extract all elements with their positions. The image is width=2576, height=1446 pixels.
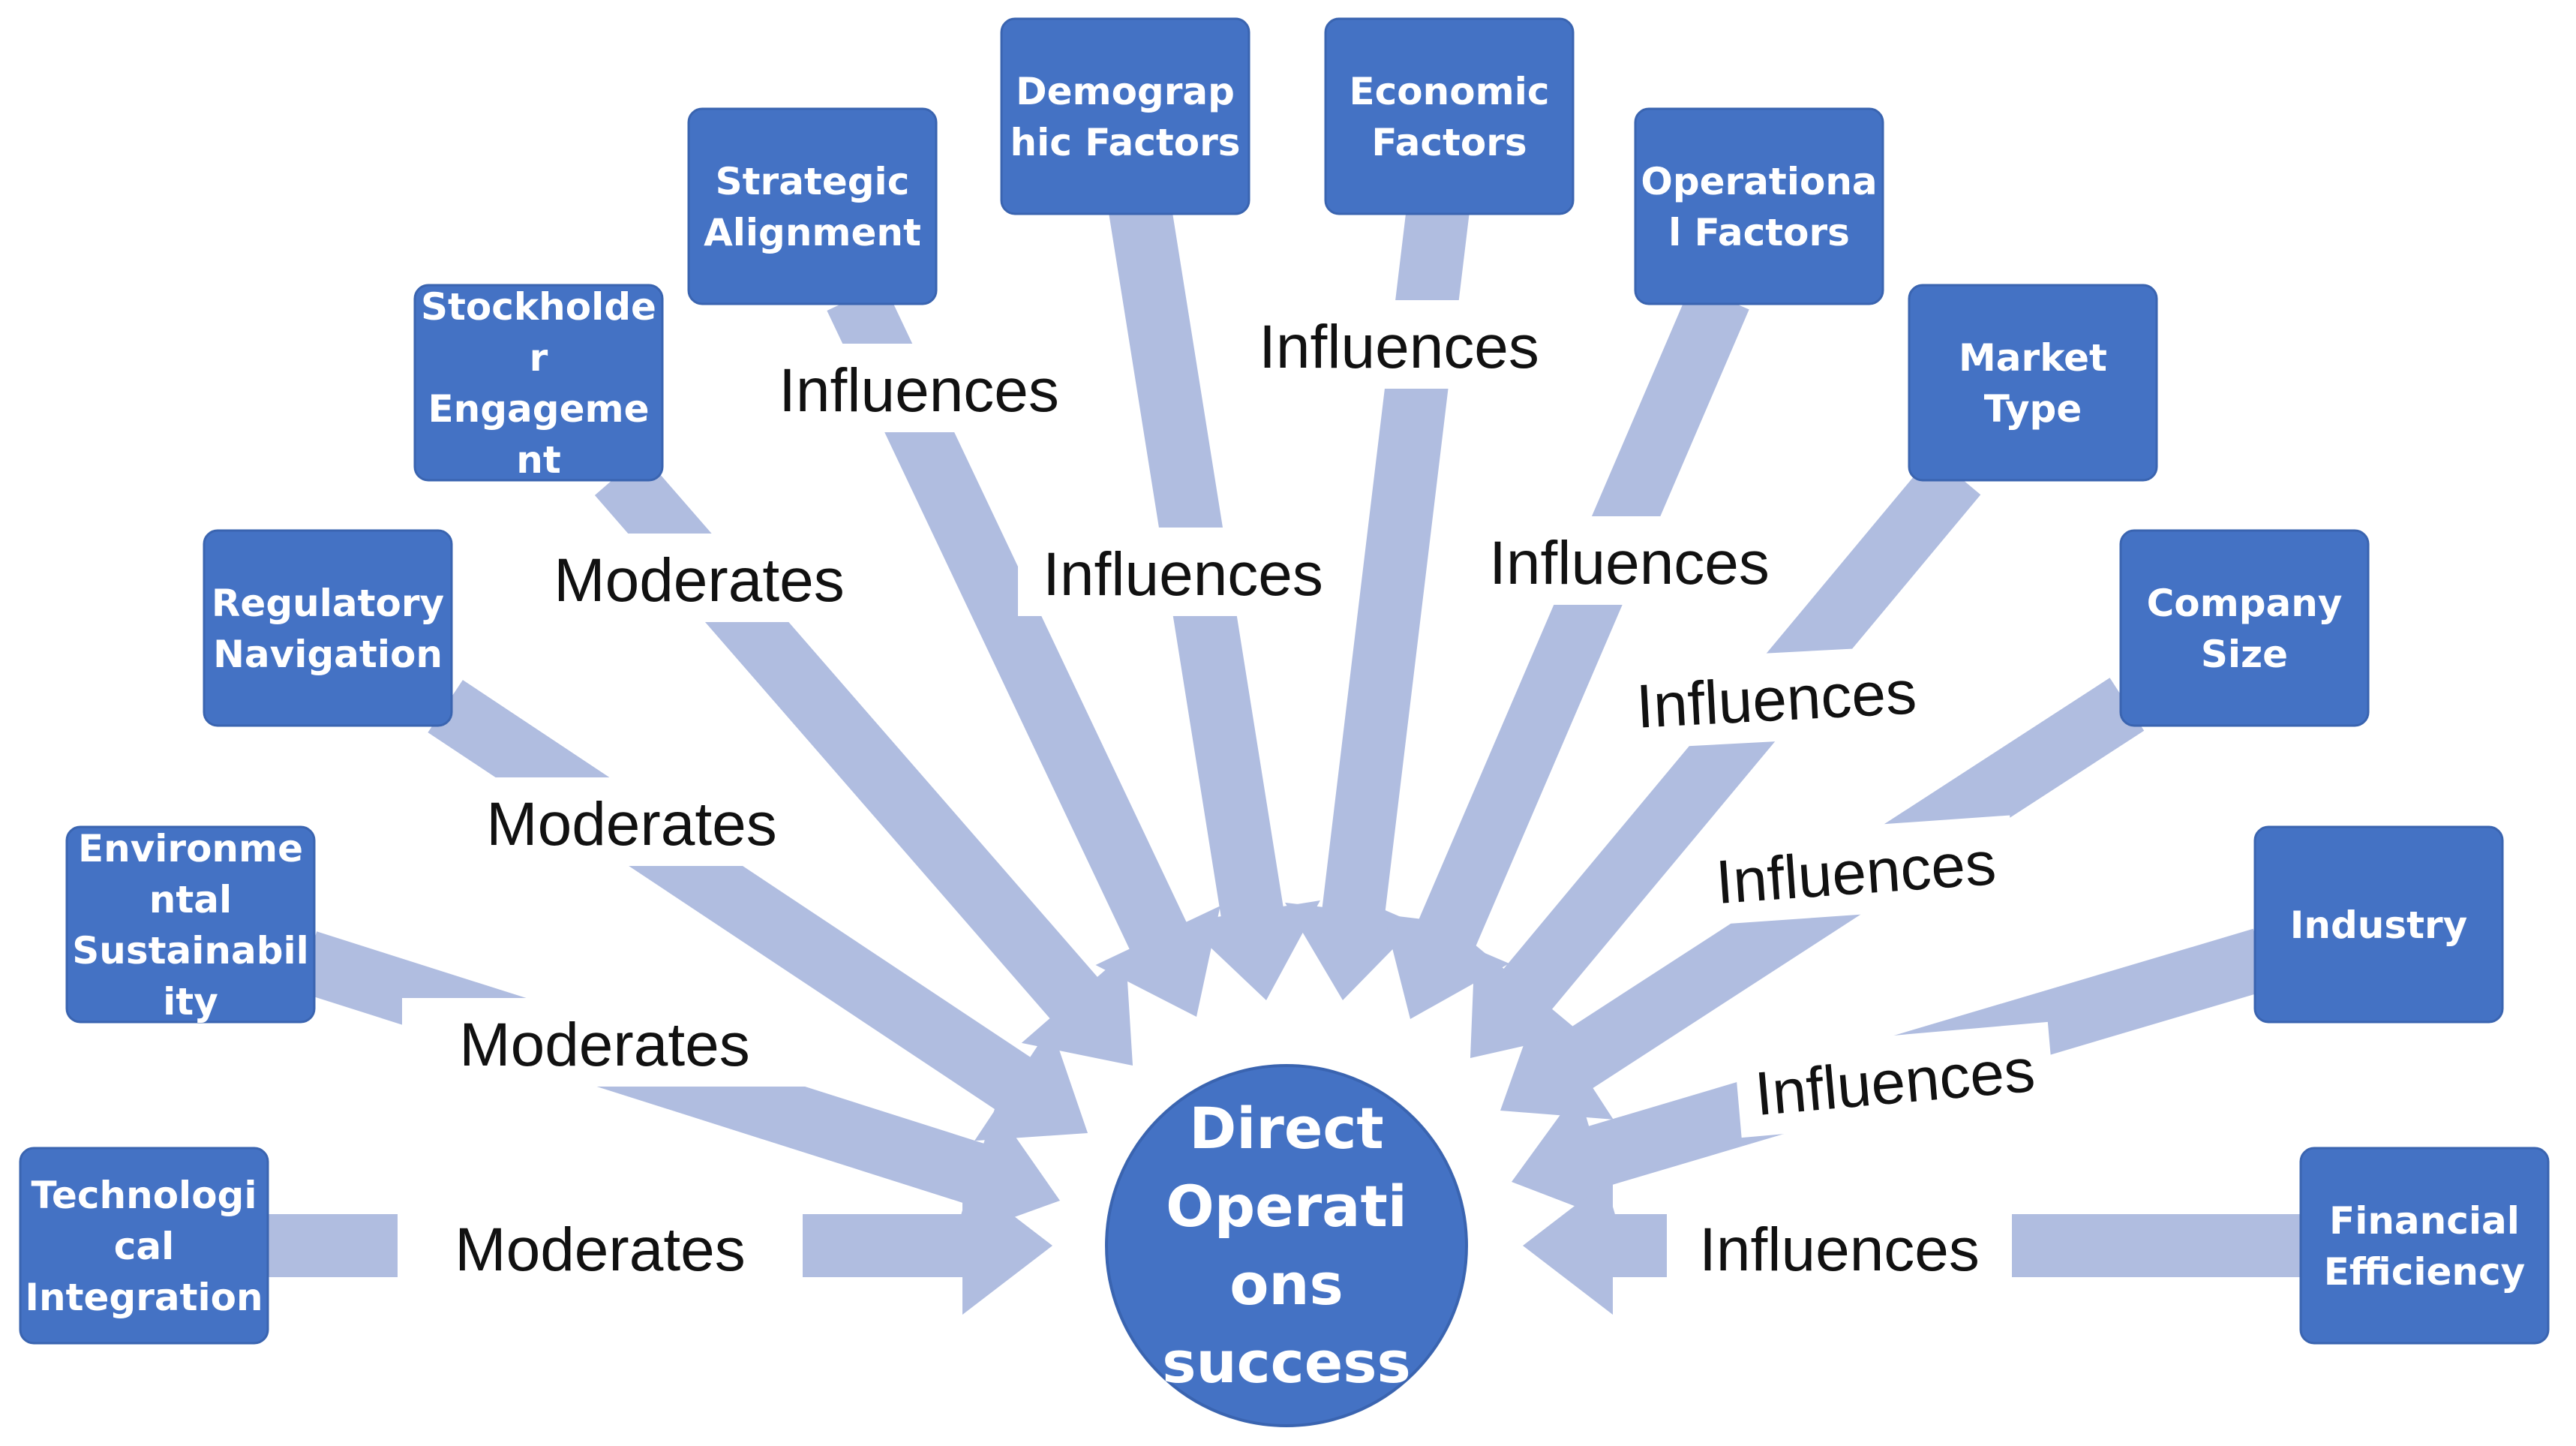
node-label-line: Engageme (428, 387, 650, 431)
relation-label-text: Moderates (455, 1216, 745, 1284)
node-industry: Industry (2253, 825, 2504, 1024)
relation-label-backing (402, 998, 807, 1087)
relation-label-regulatory-navigation: Moderates (429, 777, 834, 866)
node-label-line: Type (1984, 387, 2082, 431)
relation-label-text: Moderates (554, 546, 844, 615)
relation-label-backing (1234, 300, 1564, 389)
relation-label-backing (1695, 815, 2016, 926)
center-label-line: Operati (1166, 1173, 1407, 1240)
node-box (1908, 284, 2158, 482)
node-box (687, 107, 938, 305)
relation-label-backing (1667, 1203, 2012, 1291)
relation-label-backing (761, 344, 1076, 432)
relation-label-strategic-alignment: Influences (761, 344, 1076, 432)
relation-label-company-size: Influences (1695, 815, 2016, 926)
relation-label-text: Influences (779, 356, 1059, 425)
node-label-line: Market (1959, 336, 2107, 380)
node-label-line: Company (2147, 582, 2343, 625)
node-label-line: ntal (149, 878, 232, 921)
node-box (2119, 529, 2370, 727)
node-label-line: Navigation (213, 633, 443, 676)
node-box (413, 284, 664, 482)
node-box (1324, 17, 1575, 215)
relation-label-text: Moderates (486, 790, 776, 858)
node-label-line: Industry (2290, 903, 2468, 947)
relation-label-market-type: Influences (1617, 645, 1936, 750)
relation-label-economic-factors: Influences (1234, 300, 1564, 389)
relation-label-financial-efficiency: Influences (1667, 1203, 2012, 1291)
node-box (19, 1147, 269, 1345)
relation-label-stockholder-engagement: Moderates (497, 534, 902, 622)
node-box (2253, 825, 2504, 1024)
center-circle (1105, 1064, 1468, 1427)
relation-labels-layer: ModeratesModeratesModeratesModeratesInfl… (398, 300, 2056, 1291)
node-label-line: Financial (2329, 1199, 2520, 1243)
node-label-line: Size (2201, 633, 2288, 676)
node-box (2299, 1147, 2550, 1345)
relation-label-text: Influences (1259, 313, 1539, 381)
node-label-line: Operationa (1641, 160, 1877, 203)
relation-label-text: Moderates (459, 1011, 749, 1079)
node-label-line: Integration (25, 1276, 263, 1319)
node-label-line: Regulatory (212, 582, 444, 625)
relation-label-backing (1617, 645, 1936, 750)
relation-label-environmental-sustainability: Moderates (402, 998, 807, 1087)
node-label-line: Efficiency (2324, 1250, 2525, 1294)
relation-label-text: Influences (1699, 1216, 1980, 1284)
relation-label-backing (1472, 516, 1787, 605)
node-box (65, 825, 316, 1024)
node-label-line: Strategic (716, 160, 910, 203)
node-label-line: l Factors (1668, 211, 1850, 254)
relation-label-text: Influences (1043, 540, 1323, 609)
node-demographic-factors: Demograp hic Factors (1000, 17, 1250, 215)
relation-label-industry: Influences (1734, 1021, 2056, 1138)
relation-label-operational-factors: Influences (1472, 516, 1787, 605)
relation-label-text: Influences (1635, 658, 1918, 741)
node-box (203, 529, 453, 727)
relation-label-backing (429, 777, 834, 866)
node-label-line: Factors (1371, 121, 1527, 164)
node-label-line: Stockholde (421, 285, 656, 329)
relation-label-backing (1734, 1021, 2056, 1138)
node-label-line: ity (163, 980, 218, 1024)
node-box (1000, 17, 1250, 215)
node-label-line: nt (516, 438, 561, 482)
center-label-line: success (1162, 1329, 1410, 1396)
center-label-line: ons (1229, 1251, 1344, 1318)
node-label-line: Economic (1350, 70, 1550, 113)
arrow-market-type (1470, 454, 1981, 1058)
relation-label-text: Influences (1489, 529, 1770, 597)
relation-label-backing (497, 534, 902, 622)
node-operational-factors: Operationa l Factors (1634, 107, 1884, 305)
relation-label-backing (1018, 528, 1348, 616)
center-label-line: Direct (1189, 1095, 1384, 1162)
node-label-line: Alignment (704, 211, 921, 254)
arrow-strategic-alignment (827, 284, 1220, 1017)
relation-label-backing (398, 1203, 803, 1291)
arrow-economic-factors (1285, 203, 1470, 1000)
relation-label-technological-integration: Moderates (398, 1203, 803, 1291)
node-label-line: hic Factors (1010, 121, 1240, 164)
node-label-line: cal (114, 1225, 175, 1268)
relation-label-demographic-factors: Influences (1018, 528, 1348, 616)
node-label-line: r (530, 336, 548, 380)
node-label-line: Technologi (32, 1174, 257, 1217)
node-label-line: Environme (78, 827, 303, 870)
node-box (1634, 107, 1884, 305)
node-label-line: Sustainabil (72, 929, 309, 973)
arrow-operational-factors (1382, 284, 1749, 1019)
node-label-line: Demograp (1016, 70, 1235, 113)
